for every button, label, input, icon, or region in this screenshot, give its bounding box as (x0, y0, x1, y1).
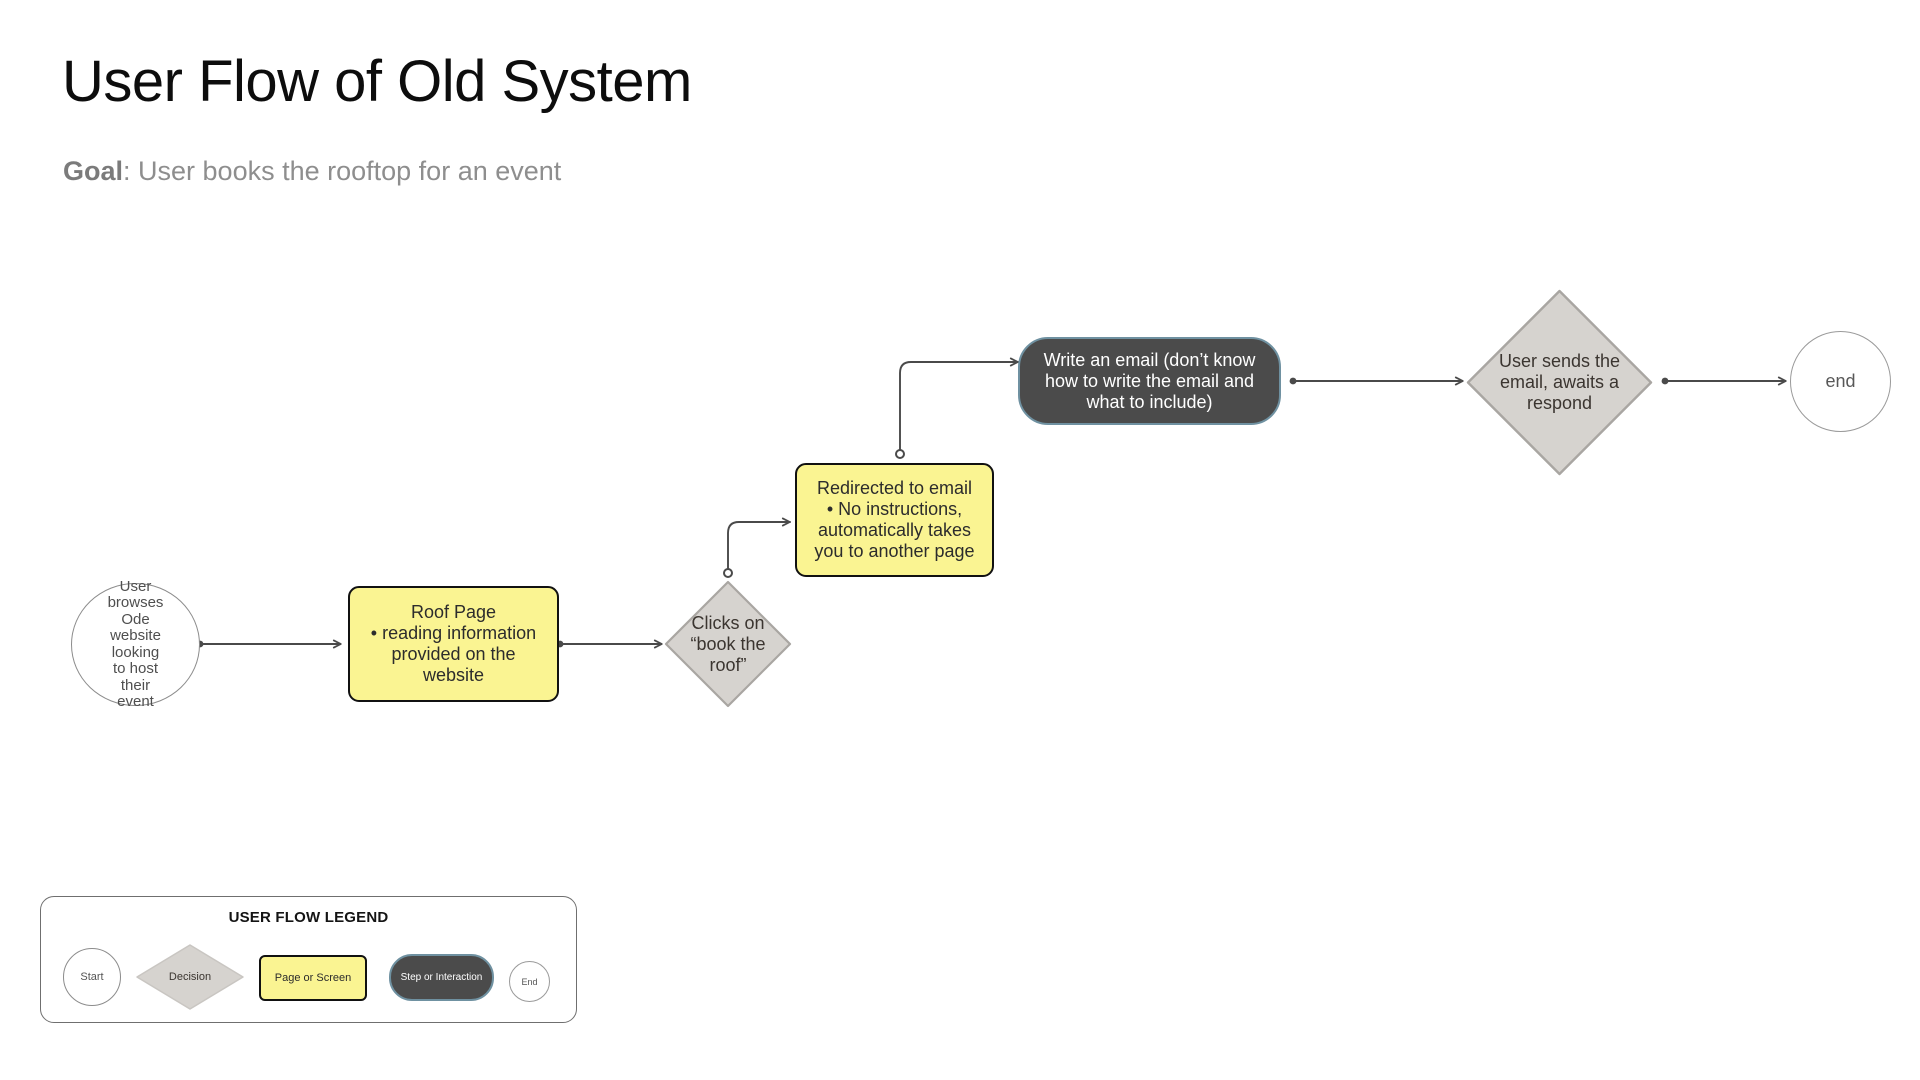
legend-item-end-label: End (521, 976, 538, 987)
goal-separator: : (123, 156, 139, 186)
node-write-an-email[interactable]: Write an email (don’t know how to write … (1018, 337, 1281, 425)
node-redirected-to-email[interactable]: Redirected to email • No instructions, a… (795, 463, 994, 577)
connector-start-to-roof-page (196, 639, 342, 649)
node-end[interactable]: end (1790, 331, 1891, 432)
connector-redirected-to-write-email (895, 357, 1019, 459)
node-clicks-book-roof[interactable]: Clicks on “book the roof” (664, 580, 792, 708)
legend-item-step-label: Step or Interaction (400, 972, 483, 983)
legend-item-decision-label: Decision (168, 971, 212, 983)
goal-label: Goal (63, 156, 124, 186)
connector-write-email-to-user-sends (1289, 376, 1464, 386)
node-start[interactable]: User browses Ode website looking to host… (71, 578, 200, 710)
page-title: User Flow of Old System (62, 49, 692, 114)
legend-title: USER FLOW LEGEND (228, 909, 389, 926)
node-roof-page-label: Roof Page • reading information provided… (370, 602, 537, 685)
legend-item-start-label: Start (80, 971, 104, 983)
legend-item-decision: Decision (135, 943, 245, 1011)
node-user-sends-email-label: User sends the email, awaits a respond (1498, 351, 1621, 413)
legend-item-page: Page or Screen (259, 955, 367, 1001)
user-flow-legend: USER FLOW LEGEND Start Decision Page or … (40, 896, 577, 1023)
diamond-shape (136, 944, 244, 1010)
node-clicks-book-roof-label: Clicks on “book the roof” (690, 612, 766, 675)
page-subtitle: Goal: User books the rooftop for an even… (63, 156, 561, 187)
legend-item-end: End (509, 961, 550, 1002)
node-redirected-to-email-label: Redirected to email • No instructions, a… (814, 478, 975, 561)
node-user-sends-email[interactable]: User sends the email, awaits a respond (1465, 288, 1654, 477)
node-end-label: end (1825, 371, 1856, 391)
legend-items-row: Start Decision Page or Screen Step or In… (41, 939, 576, 1015)
legend-item-step: Step or Interaction (389, 954, 494, 1001)
connector-user-sends-to-end (1661, 376, 1787, 386)
diamond-shape (1466, 289, 1653, 476)
node-roof-page[interactable]: Roof Page • reading information provided… (348, 586, 559, 702)
legend-item-start: Start (63, 948, 121, 1006)
node-write-an-email-label: Write an email (don’t know how to write … (1043, 349, 1256, 412)
goal-text: User books the rooftop for an event (138, 156, 562, 186)
diamond-shape (664, 580, 792, 708)
legend-item-page-label: Page or Screen (274, 972, 352, 984)
connector-clicks-to-redirected (723, 517, 791, 578)
connector-roof-page-to-clicks (556, 639, 663, 649)
node-start-label: User browses Ode website looking to host… (107, 577, 164, 710)
